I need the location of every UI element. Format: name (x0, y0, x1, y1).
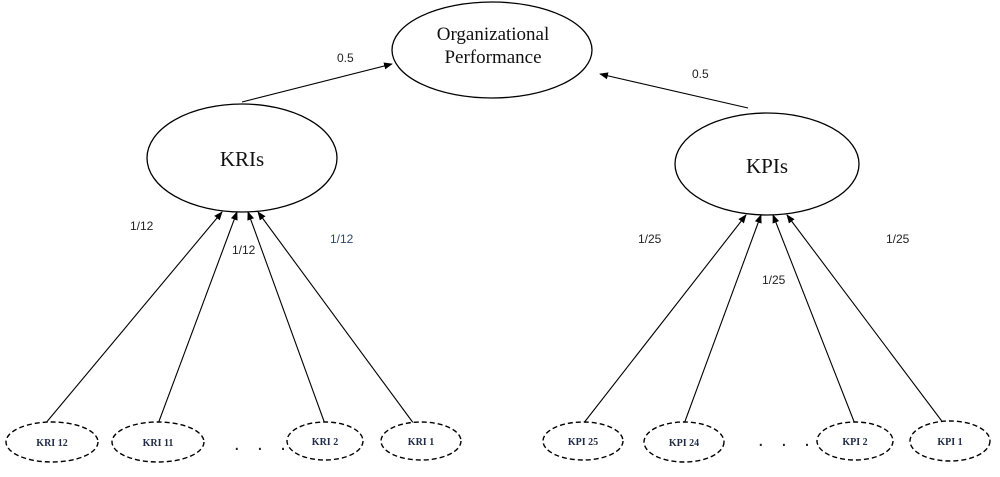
kpis-label: KPIs (746, 154, 788, 178)
weight-kpi-mid: 1/25 (762, 273, 786, 287)
node-organizational-performance: Organizational Performance (391, 1, 593, 99)
weight-kpi-left: 1/25 (638, 232, 662, 246)
leaf-kri-1-label: KRI 1 (408, 437, 434, 448)
leaf-kri-11: KRI 11 (111, 421, 205, 463)
node-kris: KRIs (146, 103, 338, 213)
leaf-kpi-1-label: KPI 1 (937, 437, 962, 448)
weight-kpi-to-top: 0.5 (692, 67, 709, 81)
leaf-kpi-25-label: KPI 25 (568, 437, 598, 448)
kri-ellipsis: . . . (234, 433, 292, 455)
edge-kpi25 (582, 214, 747, 425)
kris-label: KRIs (220, 147, 264, 171)
leaf-kri-2-label: KRI 2 (312, 437, 338, 448)
leaf-kri-12: KRI 12 (5, 421, 99, 463)
weight-kri-right: 1/12 (330, 232, 354, 246)
kpi-ellipsis: . . . (758, 429, 816, 451)
edge-kpi24 (683, 214, 762, 425)
weight-kpi-right: 1/25 (886, 232, 910, 246)
weight-kri-to-top: 0.5 (337, 51, 354, 65)
leaf-kri-1: KRI 1 (380, 421, 462, 461)
leaf-kpi-24: KPI 24 (643, 421, 725, 463)
node-kpis: KPIs (674, 112, 860, 216)
leaf-kri-2: KRI 2 (286, 421, 364, 461)
edge-kri2 (247, 211, 326, 425)
weight-kri-mid: 1/12 (232, 243, 256, 257)
leaf-kpi-24-label: KPI 24 (669, 438, 699, 449)
top-node-line2: Performance (444, 47, 541, 68)
leaf-kpi-25: KPI 25 (542, 421, 624, 461)
weight-kri-left: 1/12 (130, 219, 154, 233)
edge-kri12 (44, 211, 223, 425)
leaf-kpi-2: KPI 2 (816, 421, 894, 461)
edge-kri11 (157, 211, 238, 425)
leaf-kpi-2-label: KPI 2 (842, 437, 867, 448)
edge-kri-to-top (241, 62, 393, 103)
leaf-kpi-1: KPI 1 (909, 420, 991, 462)
edge-kpi2 (772, 214, 856, 425)
edge-kpi1 (786, 214, 945, 425)
edge-kpi-to-top (599, 72, 749, 109)
edge-kri1 (257, 211, 415, 425)
leaf-kri-12-label: KRI 12 (36, 438, 67, 449)
top-node-line1: Organizational (437, 24, 550, 45)
leaf-kri-11-label: KRI 11 (143, 438, 174, 449)
